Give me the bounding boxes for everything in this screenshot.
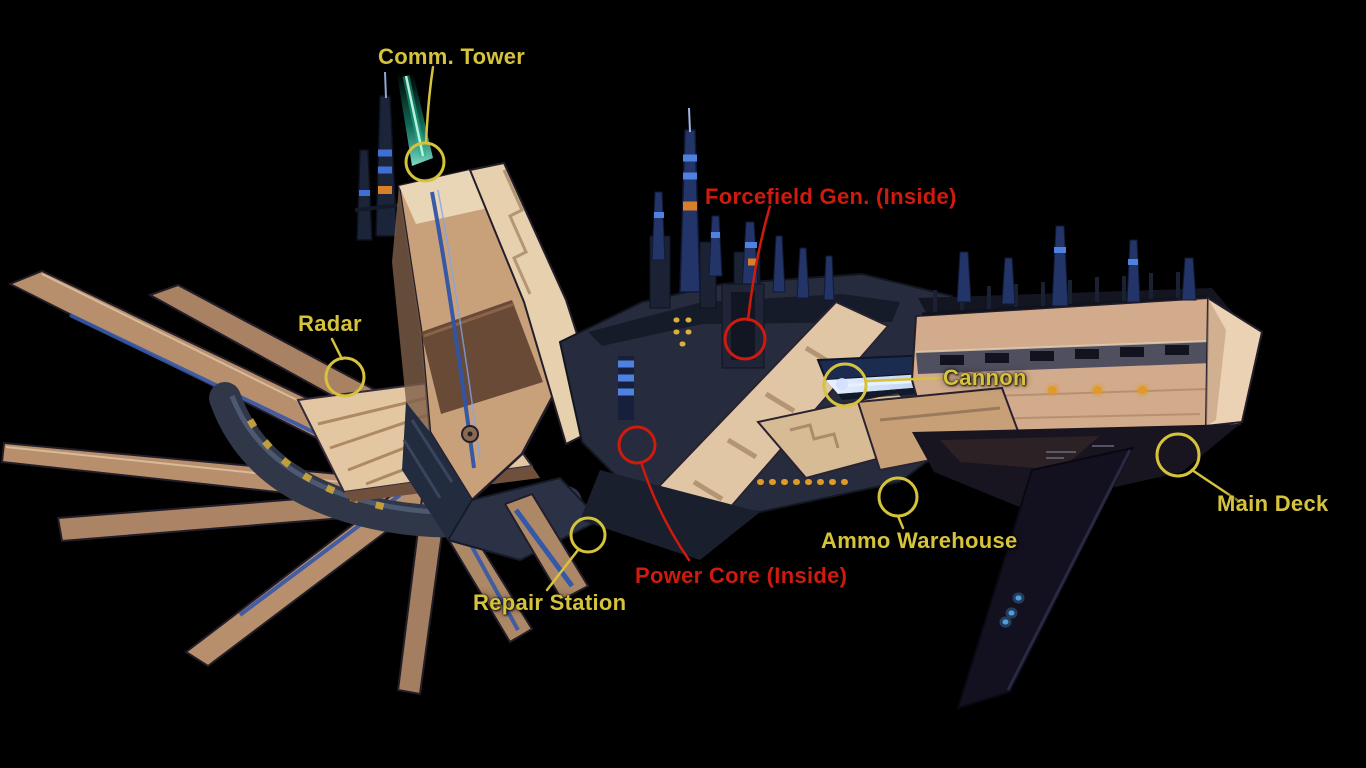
keel-blue-lights <box>1002 595 1022 625</box>
short-spire <box>796 247 810 299</box>
spire-glow-lights <box>683 154 697 180</box>
keel-edge-highlight <box>1006 449 1132 691</box>
forcefield-marker-circle <box>723 317 767 361</box>
girder-chevrons <box>692 345 836 502</box>
under-hull-dark <box>580 470 760 560</box>
deck-pylon <box>1126 239 1141 303</box>
deck-pylon <box>1001 257 1016 305</box>
deck-pylon <box>1051 225 1069 307</box>
deck-pylon <box>1181 257 1197 301</box>
glow-pillar-lights <box>618 360 634 396</box>
ammo-warehouse-leader-line <box>896 514 905 530</box>
ammo-warehouse-marker-circle <box>877 476 919 518</box>
hull-arc-lights <box>246 418 401 514</box>
stepped-plate-lines <box>789 423 840 449</box>
short-spire <box>708 215 723 277</box>
cannon-leader-line <box>864 376 943 383</box>
cannon-marker-circle <box>822 362 868 408</box>
bent-tower-shade <box>392 186 430 432</box>
repair-station-marker-circle <box>569 516 607 554</box>
annotation-overlay <box>324 65 1245 592</box>
comm-spire <box>375 95 398 237</box>
comm-spire-tip <box>384 71 387 99</box>
fan-deck-pleats <box>317 388 487 486</box>
window-slots <box>940 345 1189 365</box>
keel-wing <box>956 446 1134 710</box>
band-highlight <box>423 302 515 338</box>
main-deck-leader-line <box>1190 468 1245 506</box>
deck-pylon <box>956 251 972 303</box>
label-repair-station: Repair Station <box>473 590 627 615</box>
short-spire <box>741 221 759 291</box>
tower-cable <box>437 189 481 461</box>
label-forcefield-gen: Forcefield Gen. (Inside) <box>705 184 957 209</box>
tower-bolt-center <box>467 431 473 437</box>
label-power-core: Power Core (Inside) <box>635 563 848 588</box>
cannon-muzzle-glow <box>836 378 848 390</box>
short-spire <box>651 191 666 261</box>
radar-marker-circle <box>324 356 366 398</box>
power-core-leader-line <box>639 460 691 562</box>
short-spire <box>772 235 786 293</box>
bent-tower-topface <box>399 170 488 224</box>
tall-spire <box>679 129 701 293</box>
label-comm-tower: Comm. Tower <box>378 44 526 69</box>
window-dots <box>673 317 692 347</box>
fore-deck-line <box>879 406 1001 422</box>
step-zigzag <box>502 169 532 295</box>
short-spire <box>823 255 835 301</box>
tower-lower-stripes <box>402 419 454 499</box>
glow-pillar <box>618 356 634 420</box>
spire-glow-lights <box>654 212 757 248</box>
main-deck-marker-circle <box>1155 432 1201 478</box>
label-cannon: Cannon <box>943 365 1027 390</box>
power-core-marker-circle <box>617 425 657 465</box>
tower-lower-hull <box>402 402 472 540</box>
repair-spike-stripe <box>513 508 575 588</box>
spire-glow-lights <box>1054 247 1138 265</box>
label-ammo-warehouse: Ammo Warehouse <box>821 528 1018 553</box>
prow-shade <box>1206 298 1226 426</box>
spire-crossbar <box>354 203 401 212</box>
spire-glow-lights <box>378 149 392 174</box>
bent-tower-band <box>421 300 543 414</box>
radar-leader-line <box>330 337 344 361</box>
repair-station-leader-line <box>545 548 580 592</box>
label-main-deck: Main Deck <box>1217 491 1329 516</box>
hull-markings <box>1046 445 1114 459</box>
band-top-highlight <box>915 339 1239 353</box>
tall-spire-tip <box>688 107 691 133</box>
lower-hull-patch <box>940 436 1100 470</box>
comm-tower-leader-line <box>424 65 435 145</box>
label-radar: Radar <box>298 311 362 336</box>
forcefield-leader-line <box>746 204 772 322</box>
